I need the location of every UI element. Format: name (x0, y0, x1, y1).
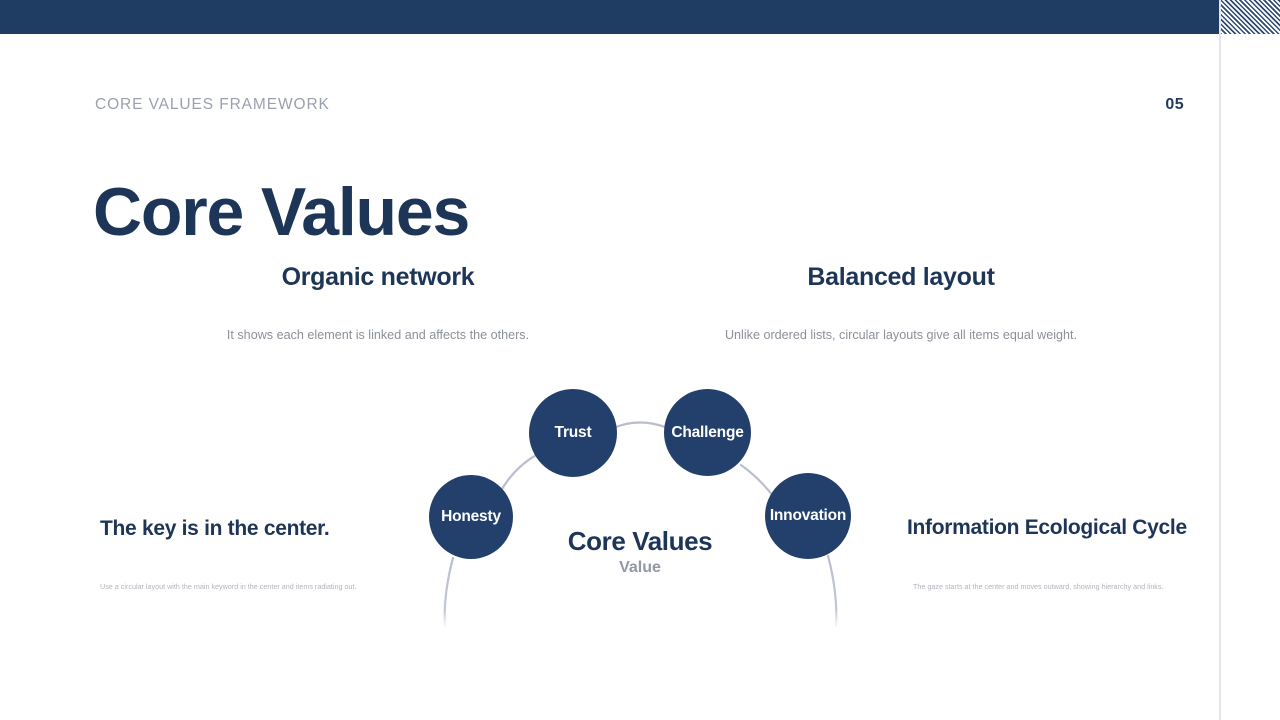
page-number: 05 (1165, 96, 1184, 113)
diagram-center-subtitle: Value (619, 559, 661, 576)
eyebrow-label: CORE VALUES FRAMEWORK (95, 96, 330, 113)
node-innovation[interactable]: Innovation (765, 473, 851, 559)
side-heading-key-center: The key is in the center. (100, 517, 330, 540)
diagonal-stripe-decoration (1220, 0, 1280, 34)
node-label-honesty: Honesty (441, 508, 501, 525)
column-heading-organic-network: Organic network (281, 263, 475, 291)
side-caption-information-ecological-cycle: The gaze starts at the center and moves … (913, 582, 1164, 591)
node-label-challenge: Challenge (671, 423, 744, 441)
node-honesty[interactable]: Honesty (429, 475, 513, 559)
diagram-center-title: Core Values (567, 526, 713, 556)
side-heading-information-ecological-cycle: Information Ecological Cycle (907, 516, 1187, 539)
top-navy-bar (0, 0, 1220, 34)
node-trust[interactable]: Trust (529, 389, 617, 477)
right-margin-divider (1219, 0, 1221, 720)
node-label-trust: Trust (554, 424, 592, 441)
page-title: Core Values (93, 173, 470, 250)
diagram-center-text: Core Values Value (490, 525, 790, 579)
column-subtitle-organic-network: It shows each element is linked and affe… (226, 328, 530, 342)
column-subtitle-balanced-layout: Unlike ordered lists, circular layouts g… (724, 328, 1078, 342)
side-caption-key-center: Use a circular layout with the main keyw… (100, 582, 357, 591)
core-values-circle-diagram: Honesty Trust Challenge Innovation Core … (400, 360, 880, 630)
node-challenge[interactable]: Challenge (664, 389, 751, 476)
column-heading-balanced-layout: Balanced layout (807, 263, 995, 291)
node-label-innovation: Innovation (769, 507, 847, 524)
